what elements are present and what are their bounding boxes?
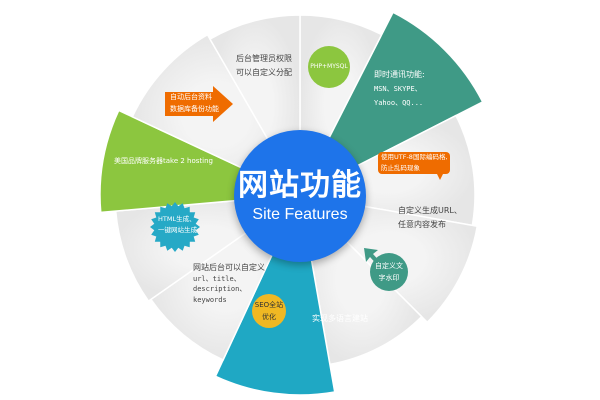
title-en: Site Features <box>252 206 348 223</box>
seo-line: 网站后台可以自定义 <box>193 263 265 272</box>
seo-line: description、 <box>193 285 247 293</box>
seo-line: url、title、 <box>193 274 241 283</box>
html-line: 一键网站生成 <box>158 226 197 234</box>
admin-text: 后台管理员权限 可以自定义分配 <box>236 52 292 80</box>
seo-line: keywords <box>193 295 227 304</box>
center-title-circle: 网站功能 Site Features <box>234 130 366 262</box>
admin-line: 可以自定义分配 <box>236 68 292 77</box>
backup-text: 自动后台资料 数据库备份功能 <box>170 91 219 115</box>
utf8-line: 防止乱码现象 <box>381 164 420 172</box>
bubble-tail-icon <box>436 172 444 180</box>
im-line: MSN、SKYPE、 <box>374 85 422 93</box>
url-line: 自定义生成URL、 <box>398 206 462 215</box>
html-starburst-badge <box>150 202 200 252</box>
php-mysql-badge: PHP+MYSQL <box>308 46 350 88</box>
multilang-text: 实现多语言建站 <box>312 314 368 323</box>
html-text: HTML生成、 一键网站生成 <box>158 214 197 236</box>
utf8-line: 使用UTF-8国际编码格, <box>381 153 448 161</box>
im-text: 即时通讯功能: MSN、SKYPE、 Yahoo、QQ... <box>374 68 425 110</box>
seo-badge-line: 优化 <box>261 313 276 321</box>
seo-text: 网站后台可以自定义 url、title、 description、 keywor… <box>193 263 265 305</box>
backup-line: 数据库备份功能 <box>170 105 219 113</box>
admin-line: 后台管理员权限 <box>236 54 292 63</box>
im-line: 即时通讯功能: <box>374 70 425 79</box>
title-zh: 网站功能 <box>238 168 362 203</box>
url-text: 自定义生成URL、 任意内容发布 <box>398 204 462 232</box>
seo-badge: SEO全站优化 <box>252 294 286 328</box>
utf8-text: 使用UTF-8国际编码格, 防止乱码现象 <box>381 152 448 174</box>
hosting-text: 美国品牌服务器take 2 hosting <box>114 157 213 165</box>
utf8-speech-bubble <box>378 152 450 174</box>
backup-line: 自动后台资料 <box>170 93 212 101</box>
watermark-badge: 自定义文字水印 <box>370 253 408 291</box>
watermark-line: 自定义文 <box>375 262 403 270</box>
url-line: 任意内容发布 <box>398 220 446 229</box>
watermark-line: 字水印 <box>378 274 400 282</box>
arrow-icon <box>165 86 233 122</box>
seo-badge-line: SEO全站 <box>254 301 284 309</box>
im-line: Yahoo、QQ... <box>374 99 424 107</box>
html-line: HTML生成、 <box>158 215 196 223</box>
